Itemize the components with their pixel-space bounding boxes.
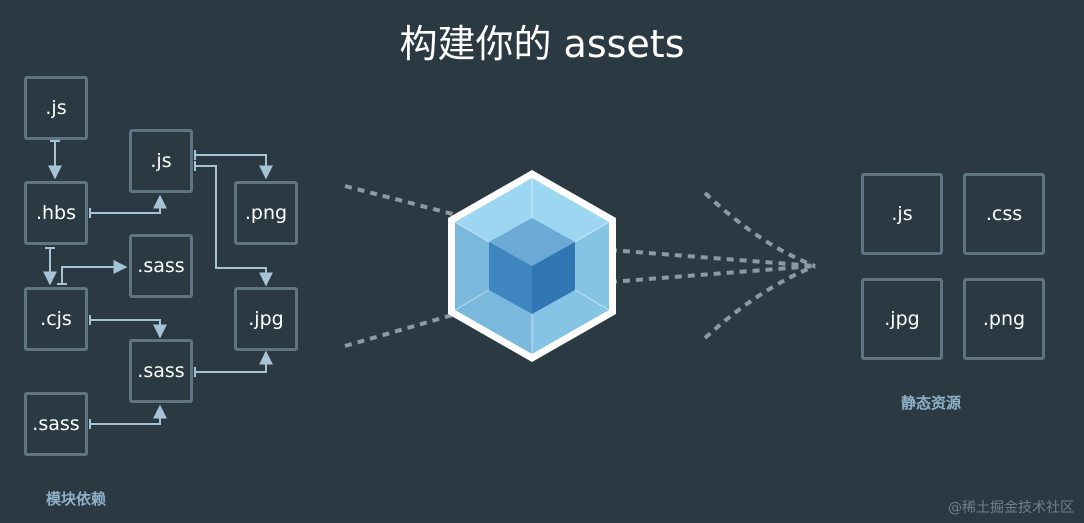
asset-node-png: .png xyxy=(963,278,1045,360)
page-title: 构建你的 assets xyxy=(399,22,685,66)
watermark: @稀土掘金技术社区 xyxy=(948,500,1074,516)
module-node-sass-mid: .sass xyxy=(129,339,193,403)
arrow-sass-to-jpg xyxy=(195,350,273,373)
input-dashed-lines xyxy=(344,184,496,348)
arrow-hbs-to-js xyxy=(90,194,167,214)
arrow-js-to-png xyxy=(195,154,273,180)
module-node-js: .js xyxy=(24,76,88,140)
module-node-hbs: .hbs xyxy=(24,181,88,245)
module-node-js-second: .js xyxy=(129,129,193,193)
module-node-jpg: .jpg xyxy=(234,287,298,351)
arrow-cjs-to-sass-mid xyxy=(90,319,167,339)
arrow-sass-bottom-to-sass-mid xyxy=(90,404,167,425)
module-node-sass-top: .sass xyxy=(129,234,193,298)
output-dashed-lines xyxy=(609,191,816,340)
static-assets-caption: 静态资源 xyxy=(901,394,962,412)
arrow-cjs-to-sass xyxy=(61,260,128,284)
arrow-js-to-jpg xyxy=(195,165,273,287)
module-node-sass-bottom: .sass xyxy=(24,392,88,456)
module-node-png: .png xyxy=(234,181,298,245)
module-node-cjs: .cjs xyxy=(24,287,88,351)
webpack-cube-icon xyxy=(448,170,616,362)
module-dependencies-caption: 模块依赖 xyxy=(46,490,107,508)
asset-node-css: .css xyxy=(963,173,1045,255)
asset-node-jpg: .jpg xyxy=(861,278,943,360)
asset-node-js: .js xyxy=(861,173,943,255)
